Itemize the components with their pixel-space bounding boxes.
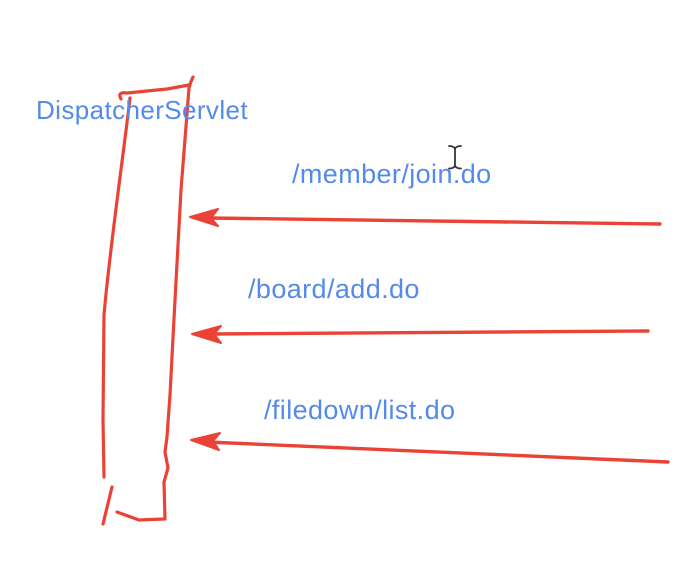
arrow-board-add bbox=[191, 325, 650, 344]
dispatcher-servlet-box-drawing bbox=[101, 75, 195, 526]
route-label-member-join[interactable]: /member/join.do bbox=[292, 159, 492, 189]
text-cursor-icon bbox=[448, 145, 462, 170]
route-label-filedown-list[interactable]: /filedown/list.do bbox=[264, 395, 456, 425]
arrow-member-join bbox=[189, 208, 662, 227]
arrow-filedown-list bbox=[190, 432, 670, 464]
route-label-board-add[interactable]: /board/add.do bbox=[248, 274, 420, 304]
dispatcher-servlet-label[interactable]: DispatcherServlet bbox=[36, 95, 248, 125]
